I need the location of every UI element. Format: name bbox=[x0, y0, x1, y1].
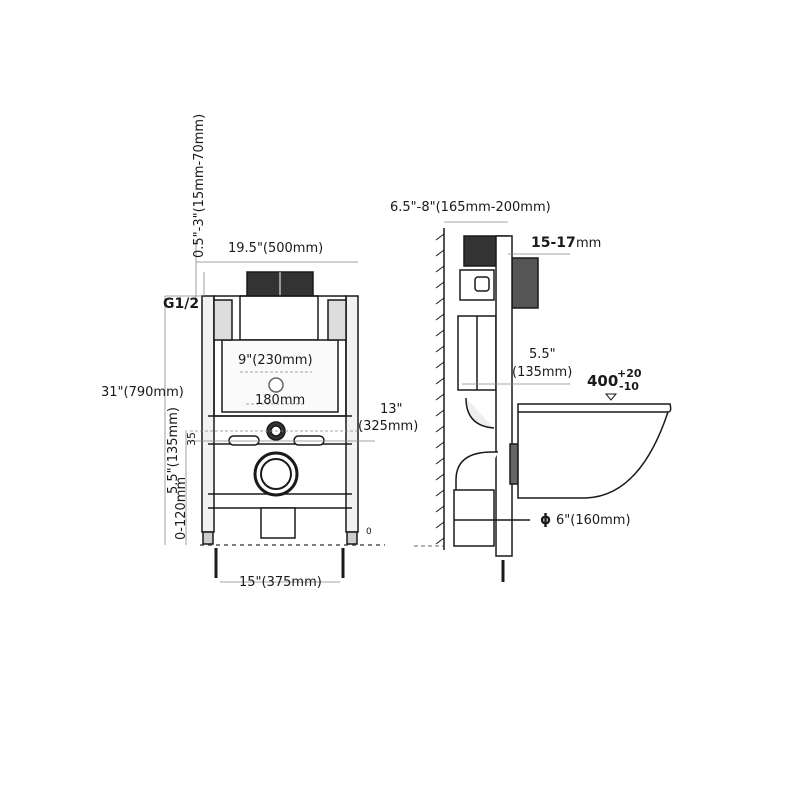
left-post bbox=[201, 295, 215, 533]
bolt-slot-right bbox=[293, 435, 325, 446]
dim-outlet-height-mm-label: (325mm) bbox=[358, 419, 419, 434]
toilet-bowl bbox=[517, 403, 672, 499]
side-panel bbox=[511, 257, 539, 309]
dim-feet-spacing-label: 15"(375mm) bbox=[239, 575, 322, 590]
dim-offset-in-label: 5.5" bbox=[529, 347, 556, 362]
dim-depth-label: 6.5"-8"(165mm-200mm) bbox=[390, 200, 551, 215]
dim-outlet-height-in-label: 13" bbox=[380, 402, 403, 417]
dim-foot-adjust-label: 0-120mm bbox=[174, 476, 189, 540]
zero-mark-label: 0 bbox=[366, 527, 372, 537]
dim-panel-thickness-label: 15-17 bbox=[531, 235, 576, 251]
right-post bbox=[345, 295, 359, 533]
dim-panel-width-label: 9"(230mm) bbox=[238, 353, 313, 368]
flush-button-icon bbox=[268, 377, 284, 393]
bolt-slot-left bbox=[228, 435, 260, 446]
dim-width-top-label: 19.5"(500mm) bbox=[228, 241, 324, 256]
dim-adjust-top-label: 0.5"-3"(15mm-70mm) bbox=[192, 113, 207, 258]
side-view-dimension-lines bbox=[414, 221, 570, 547]
dim-offset-mm-label: (135mm) bbox=[512, 365, 573, 380]
dim-panel-thickness-unit: mm bbox=[576, 236, 602, 251]
dim-pipe-diameter-label: 6"(160mm) bbox=[556, 513, 631, 528]
dim-bolt-spacing-label: 180mm bbox=[255, 393, 306, 408]
front-view-frame bbox=[201, 271, 359, 578]
front-view-dimension-lines bbox=[164, 240, 385, 583]
side-frame-upright bbox=[495, 235, 513, 557]
diameter-symbol-icon: ϕ bbox=[540, 512, 552, 528]
seat-height-plus: +20 bbox=[617, 367, 642, 380]
side-view bbox=[435, 228, 672, 582]
cistern-body bbox=[239, 295, 319, 341]
seat-height-minus: -10 bbox=[619, 380, 639, 393]
seat-height-marker bbox=[604, 393, 618, 401]
inlet-label: G1/2 bbox=[163, 296, 200, 312]
seat-height-label: 400 bbox=[587, 372, 619, 390]
dim-35-label: 35 bbox=[185, 432, 198, 446]
dim-height-label: 31"(790mm) bbox=[101, 385, 184, 400]
